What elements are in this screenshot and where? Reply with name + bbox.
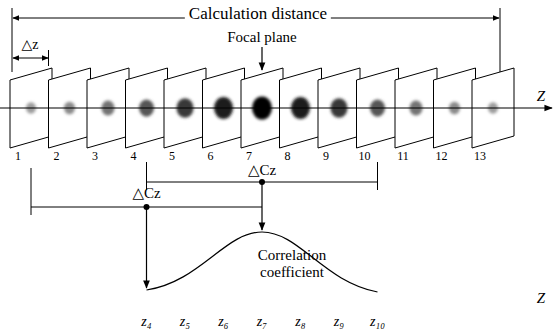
tick-label: z₇ bbox=[257, 314, 267, 329]
tick-label: z₉ bbox=[334, 314, 344, 329]
plane-number: 8 bbox=[285, 150, 291, 163]
annotation: Correlation coefficient bbox=[247, 247, 337, 280]
z-axis bbox=[0, 107, 552, 108]
dimension-label: △Cz bbox=[248, 162, 276, 179]
plane-number: 5 bbox=[169, 150, 175, 163]
value-arrow bbox=[146, 207, 147, 288]
bracket-tick bbox=[31, 168, 32, 215]
dimension-label: Calculation distance bbox=[185, 5, 331, 24]
dimension-label: △Cz bbox=[132, 185, 160, 202]
bracket-tick bbox=[48, 50, 49, 66]
plane-number: 3 bbox=[92, 150, 98, 163]
focal-arrow bbox=[261, 47, 262, 70]
tick-label: z₅ bbox=[180, 314, 190, 329]
step-arrow bbox=[13, 58, 48, 59]
tick-label: z₄ bbox=[141, 314, 151, 329]
annotation: Focal plane bbox=[227, 29, 297, 46]
value-arrow bbox=[261, 182, 262, 230]
bracket-tick bbox=[12, 8, 13, 72]
tick-label: z₈ bbox=[295, 314, 305, 329]
tick-label: z₁₀ bbox=[370, 314, 385, 329]
plane-number: 9 bbox=[323, 150, 329, 163]
dimension-label: △z bbox=[22, 37, 39, 52]
plane-number: 12 bbox=[436, 150, 448, 163]
plane-number: 4 bbox=[131, 150, 137, 163]
plane-number: 10 bbox=[359, 150, 371, 163]
bracket-tick bbox=[377, 162, 378, 190]
plane-number: 1 bbox=[15, 150, 21, 163]
plane-number: 11 bbox=[397, 150, 409, 163]
plane-number: 2 bbox=[54, 150, 60, 163]
plane-number: 7 bbox=[246, 150, 252, 163]
axis-label: Z bbox=[537, 290, 545, 307]
plane-number: 13 bbox=[474, 150, 486, 163]
bracket-tick bbox=[500, 8, 501, 72]
correlation-curve bbox=[147, 232, 378, 292]
axis-label: Z bbox=[537, 88, 545, 105]
plane-number: 6 bbox=[208, 150, 214, 163]
tick-label: z₆ bbox=[218, 314, 228, 329]
